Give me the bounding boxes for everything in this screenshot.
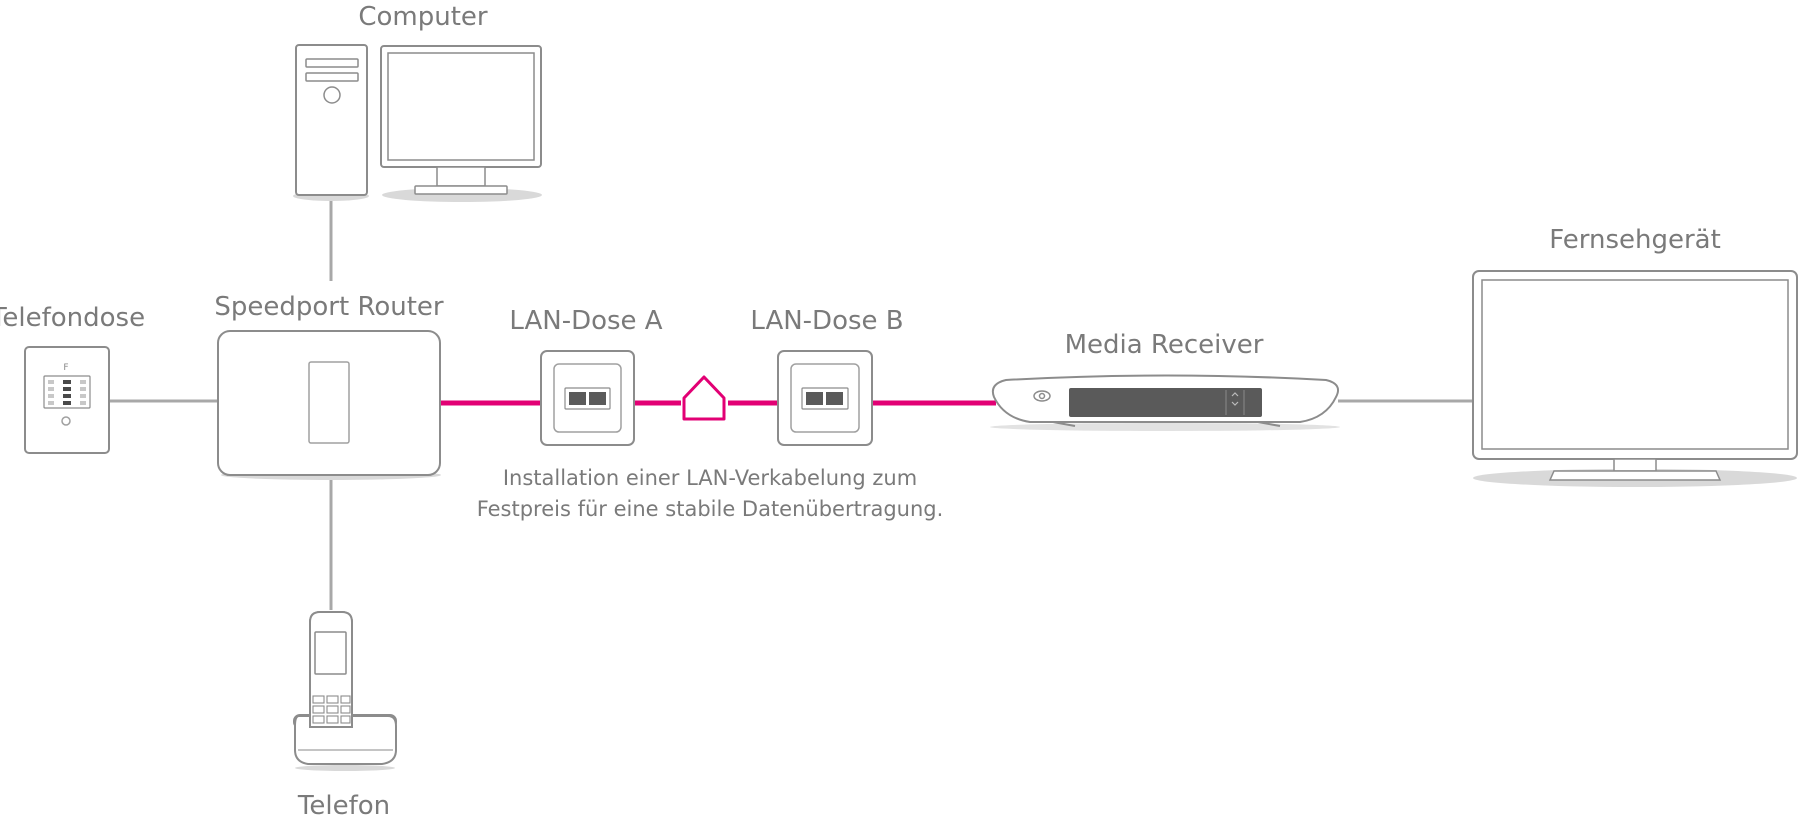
receiver-display — [1069, 388, 1262, 417]
lan-b-port-2 — [826, 392, 843, 405]
lan-caption: Installation einer LAN-Verkabelung zum F… — [477, 466, 944, 521]
computer-tower — [293, 44, 369, 201]
socket-marker: F — [63, 363, 68, 373]
house-icon — [682, 375, 726, 421]
media-receiver — [990, 374, 1340, 431]
lan-a-port-2 — [589, 392, 606, 405]
tv-set — [1472, 270, 1798, 487]
label-lan-a: LAN-Dose A — [509, 306, 662, 336]
computer-monitor — [380, 45, 542, 202]
phone-handset-front — [309, 611, 353, 728]
socket-pins — [48, 380, 86, 405]
receiver-shadow — [990, 423, 1340, 431]
telefondose-socket: F — [24, 346, 110, 454]
label-computer: Computer — [358, 2, 488, 32]
label-media-receiver: Media Receiver — [1065, 330, 1264, 360]
lan-a-port-1 — [569, 392, 586, 405]
caption-line-1: Installation einer LAN-Verkabelung zum — [503, 466, 917, 490]
lan-dose-a — [540, 350, 635, 446]
label-lan-b: LAN-Dose B — [750, 306, 903, 336]
receiver-arrows — [1231, 392, 1239, 406]
router-front-panel — [308, 361, 350, 444]
device-labels: Computer Telefondose Speedport Router LA… — [0, 2, 1721, 821]
lan-dose-b — [777, 350, 873, 446]
label-telefon: Telefon — [297, 791, 390, 821]
phone-shadow — [295, 765, 395, 771]
power-icon — [1033, 390, 1051, 402]
label-tv: Fernsehgerät — [1549, 225, 1721, 255]
socket-center-pins — [63, 380, 71, 405]
socket-screw — [61, 416, 71, 426]
caption-line-2: Festpreis für eine stabile Datenübertrag… — [477, 497, 944, 521]
lan-b-port-1 — [806, 392, 823, 405]
label-router: Speedport Router — [214, 292, 444, 322]
label-telefondose: Telefondose — [0, 303, 145, 333]
speedport-router — [217, 330, 441, 480]
gray-connections — [109, 196, 1473, 610]
